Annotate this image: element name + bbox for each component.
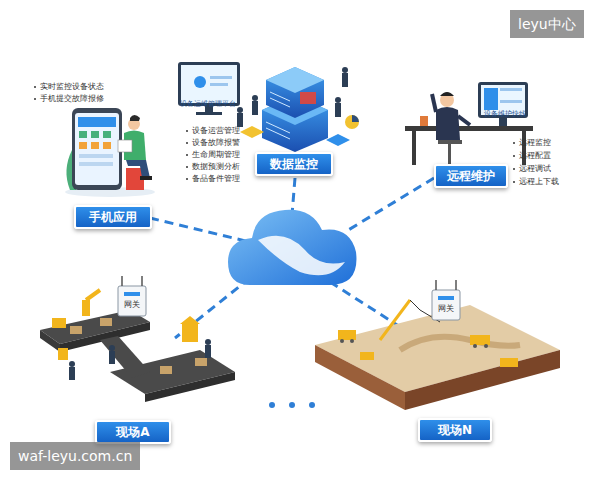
feature-item: 远程调试 <box>513 164 551 174</box>
bullet-dot <box>186 142 188 144</box>
section-tag: 远程维护 <box>434 164 508 188</box>
gateway-label: 网关 <box>124 300 140 310</box>
feature-item: 生命周期管理 <box>186 150 240 160</box>
tag-text: 数据监控 <box>270 156 318 173</box>
screen-caption: 设备维护快线 <box>484 109 526 119</box>
label-text: 设备运维管理平台 <box>180 99 236 109</box>
label-text: 设备运营管理 <box>192 126 240 136</box>
bullet-dot <box>186 130 188 132</box>
mine-site <box>315 280 560 410</box>
label-text: 手机提交故障报修 <box>40 94 104 104</box>
watermark: leyu中心 <box>510 10 584 38</box>
feature-item: 手机提交故障报修 <box>34 94 104 104</box>
feature-item: 设备故障报警 <box>186 138 240 148</box>
label-text: leyu中心 <box>518 19 576 29</box>
label-text: 实时监控设备状态 <box>40 82 104 92</box>
screen-caption: 设备运维管理平台 <box>180 99 236 109</box>
label-text: 远程监控 <box>519 138 551 148</box>
tag-text: 现场A <box>116 424 149 441</box>
bullet-dot <box>513 181 515 183</box>
remote-desk <box>405 82 533 165</box>
feature-item: 实时监控设备状态 <box>34 82 104 92</box>
dashed-link <box>150 178 434 338</box>
section-tag: 现场N <box>418 418 492 442</box>
bullet-dot <box>186 178 188 180</box>
label-text: 备品备件管理 <box>192 174 240 184</box>
feature-item: 远程配置 <box>513 151 551 161</box>
label-text: 远程调试 <box>519 164 551 174</box>
label-text: 数据预测分析 <box>192 162 240 172</box>
feature-item: 备品备件管理 <box>186 174 240 184</box>
label-text: 设备故障报警 <box>192 138 240 148</box>
section-tag: 手机应用 <box>74 205 152 229</box>
tag-text: 远程维护 <box>447 168 495 185</box>
label-text: 生命周期管理 <box>192 150 240 160</box>
bullet-dot <box>513 142 515 144</box>
bullet-dot <box>513 155 515 157</box>
label-text: 网关 <box>124 300 140 310</box>
tag-text: 现场N <box>438 422 472 439</box>
server-stack <box>237 67 359 152</box>
label-text: 远程上下载 <box>519 177 559 187</box>
label-text: 远程配置 <box>519 151 551 161</box>
section-tag: 现场A <box>95 420 171 444</box>
label-text: 设备维护快线 <box>484 109 526 119</box>
bullet-dot <box>186 166 188 168</box>
feature-item: 远程监控 <box>513 138 551 148</box>
watermark: waf-leyu.com.cn <box>10 442 140 470</box>
label-text: 网关 <box>438 304 454 314</box>
cloud-icon <box>228 210 356 285</box>
gateway-label: 网关 <box>438 304 454 314</box>
feature-item: 数据预测分析 <box>186 162 240 172</box>
bullet-dot <box>34 86 36 88</box>
factory-site <box>40 276 235 402</box>
bullet-dot <box>34 98 36 100</box>
bullet-dot <box>186 154 188 156</box>
tag-text: 手机应用 <box>89 209 137 226</box>
platform-monitor <box>178 62 240 115</box>
label-text: waf-leyu.com.cn <box>18 451 132 461</box>
section-tag: 数据监控 <box>255 152 333 176</box>
feature-item: 远程上下载 <box>513 177 559 187</box>
feature-item: 设备运营管理 <box>186 126 240 136</box>
bullet-dot <box>513 168 515 170</box>
phone-illustration <box>65 108 155 197</box>
ellipsis-dots <box>269 402 315 408</box>
